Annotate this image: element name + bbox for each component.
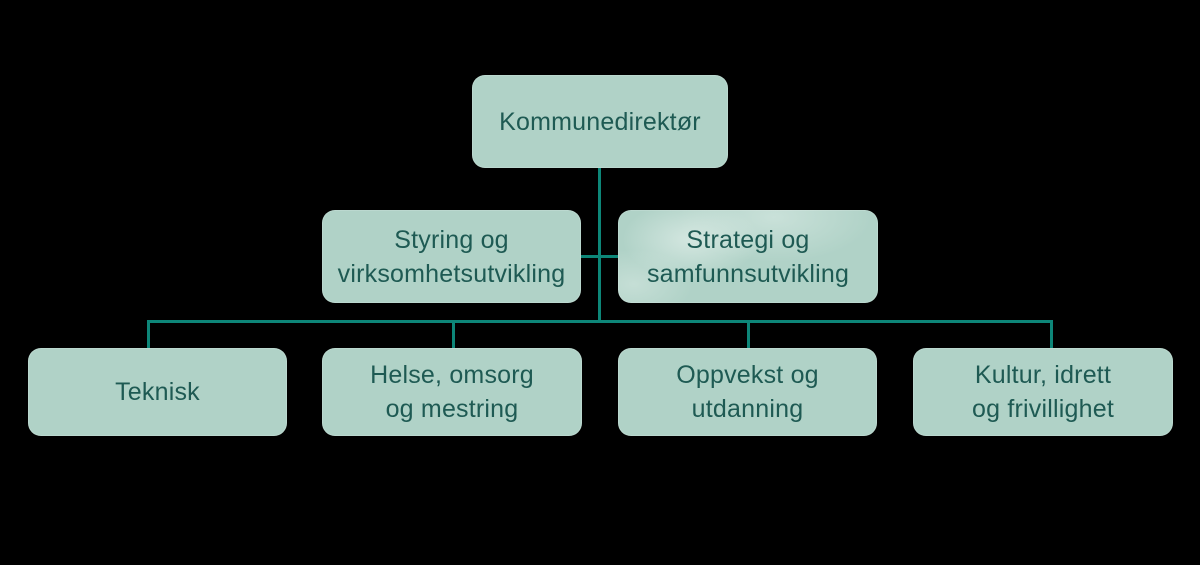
connector-drop-teknisk (147, 320, 150, 349)
org-node-label: Oppvekst og utdanning (676, 361, 819, 423)
org-node-teknisk: Teknisk (28, 348, 287, 436)
org-node-label: Kultur, idrett og frivillighet (972, 361, 1114, 423)
connector-drop-helse (452, 320, 455, 349)
org-node-kultur-idrett-og-frivillighet: Kultur, idrett og frivillighet (913, 348, 1173, 436)
connector-root-to-bus (598, 167, 601, 323)
org-node-oppvekst-og-utdanning: Oppvekst og utdanning (618, 348, 877, 436)
org-node-label: Helse, omsorg og mestring (370, 361, 534, 423)
org-node-styring-og-virksomhetsutvikling: Styring og virksomhetsutvikling (322, 210, 581, 303)
org-node-label: Strategi og samfunnsutvikling (646, 225, 850, 288)
org-node-label: Teknisk (115, 378, 200, 406)
org-node-label: Styring og virksomhetsutvikling (337, 225, 566, 288)
connector-drop-oppvekst (747, 320, 750, 349)
org-node-strategi-og-samfunnsutvikling: Strategi og samfunnsutvikling (618, 210, 878, 303)
org-node-label: Kommunedirektør (499, 107, 701, 136)
connector-drop-kultur (1050, 320, 1053, 349)
org-node-helse-omsorg-og-mestring: Helse, omsorg og mestring (322, 348, 582, 436)
connector-bus-horizontal (147, 320, 1053, 323)
connector-staff-horizontal (580, 255, 619, 258)
org-node-kommunedirektor: Kommunedirektør (472, 75, 728, 168)
